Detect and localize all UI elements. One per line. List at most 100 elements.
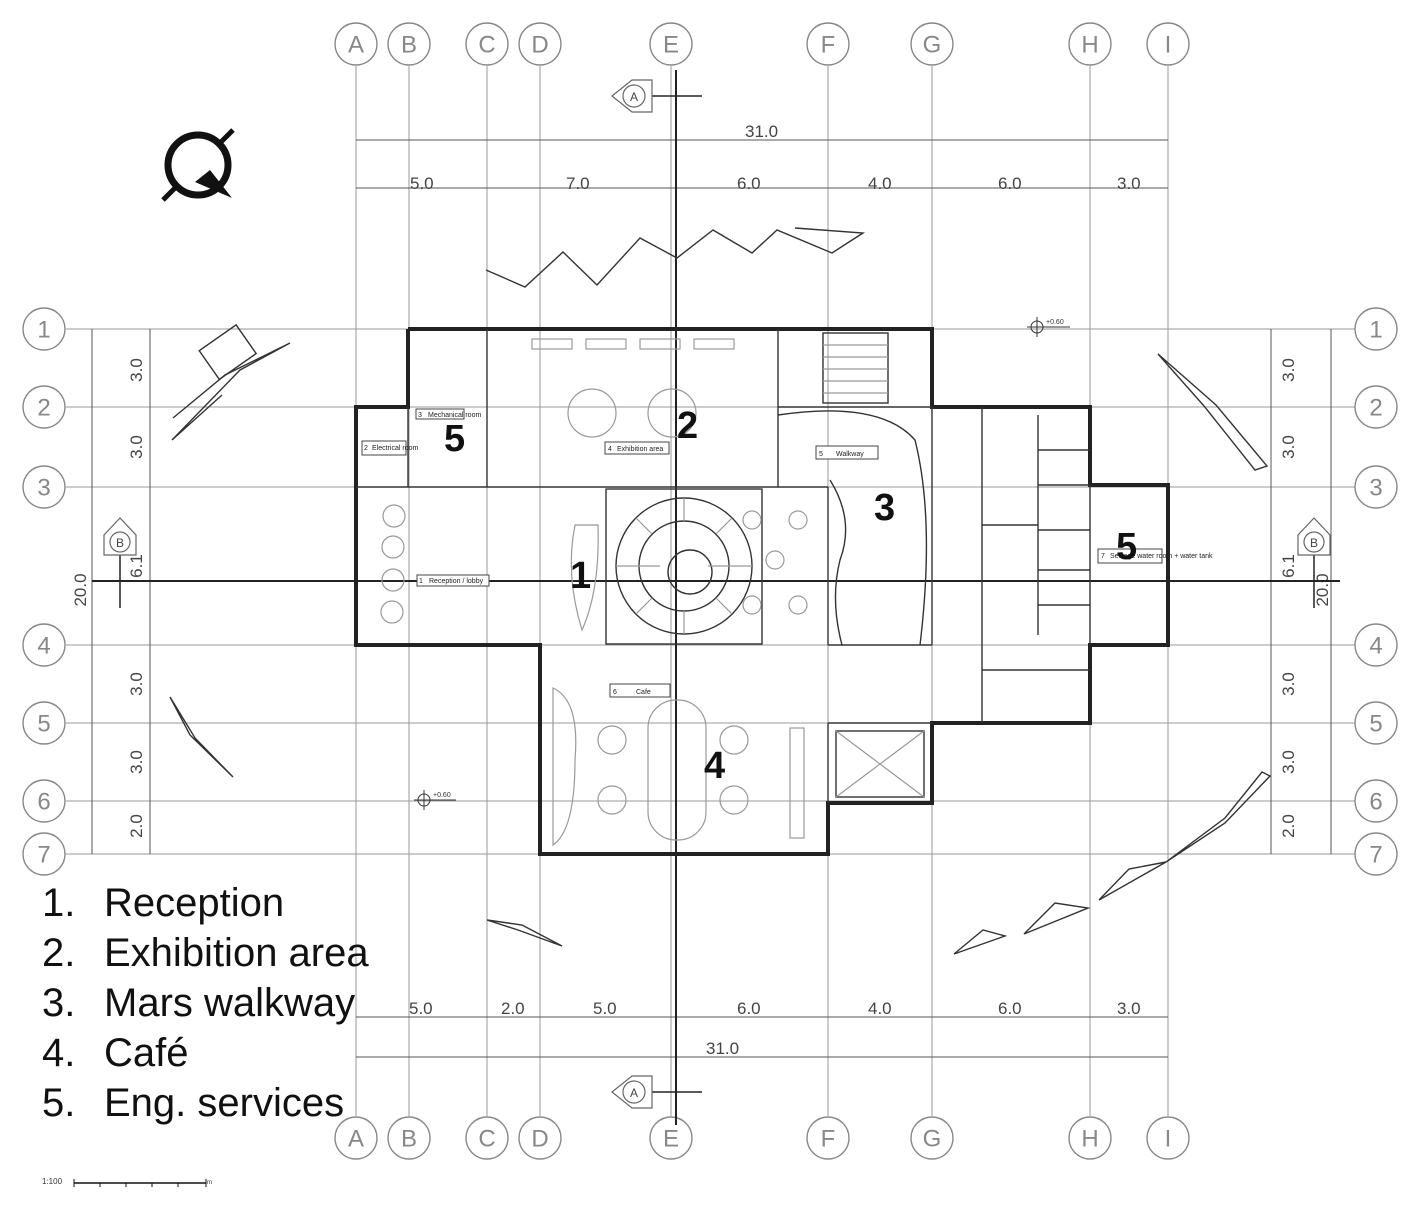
svg-text:6: 6 xyxy=(37,789,50,816)
cafe-furniture xyxy=(552,510,808,847)
right-dim-6: 2.0 xyxy=(1279,814,1298,838)
zone-number-services-a: 5 xyxy=(444,418,465,460)
top-dim-2: 7.0 xyxy=(566,174,590,193)
svg-text:D: D xyxy=(531,1126,548,1153)
svg-text:1: 1 xyxy=(419,578,423,585)
svg-text:G: G xyxy=(923,1126,942,1153)
grid-bubble-right-5: 5 xyxy=(1354,701,1398,745)
elevator xyxy=(835,730,925,798)
svg-text:2: 2 xyxy=(37,395,50,422)
room-tag-cafe: 6 Cafe xyxy=(609,683,671,698)
bottom-dim-5: 4.0 xyxy=(868,999,892,1018)
top-total-dim: 31.0 xyxy=(745,122,778,141)
svg-text:3: 3 xyxy=(418,412,422,419)
svg-text:A: A xyxy=(348,32,364,59)
right-dim-2: 3.0 xyxy=(1279,435,1298,459)
svg-text:1: 1 xyxy=(37,317,50,344)
scale-bar-unit: m xyxy=(207,1180,212,1186)
section-marker-a-top: A xyxy=(611,79,653,113)
svg-text:+0.60: +0.60 xyxy=(433,792,451,799)
grid-bubble-left-4: 4 xyxy=(22,623,66,667)
svg-text:Sewage water room + water tank: Sewage water room + water tank xyxy=(1110,553,1213,560)
right-dimensions: 3.0 3.0 6.1 3.0 3.0 2.0 20.0 xyxy=(1270,329,1332,854)
grid-bubble-right-3: 3 xyxy=(1354,465,1398,509)
grid-bubble-right-4: 4 xyxy=(1354,623,1398,667)
svg-text:E: E xyxy=(663,1126,679,1153)
right-dim-4: 3.0 xyxy=(1279,672,1298,696)
svg-text:7: 7 xyxy=(1101,553,1105,560)
left-dimensions: 3.0 3.0 6.1 3.0 3.0 2.0 20.0 xyxy=(71,329,151,854)
svg-text:Electrical room: Electrical room xyxy=(372,445,418,452)
reception-furniture xyxy=(380,504,599,632)
walkway-curve xyxy=(777,410,928,646)
right-dim-1: 3.0 xyxy=(1279,358,1298,382)
svg-text:Mechanical room: Mechanical room xyxy=(428,412,481,419)
svg-text:H: H xyxy=(1081,1126,1098,1153)
svg-text:D: D xyxy=(531,32,548,59)
room-tag-reception: 1 Reception / lobby xyxy=(416,574,490,587)
svg-text:2: 2 xyxy=(1369,395,1382,422)
right-total-dim: 20.0 xyxy=(1313,573,1332,606)
svg-text:4: 4 xyxy=(1369,633,1382,660)
svg-text:5: 5 xyxy=(819,451,823,458)
legend-item: 4.Café xyxy=(42,1031,189,1075)
svg-text:Reception / lobby: Reception / lobby xyxy=(429,578,484,585)
zone-number-exhibition: 2 xyxy=(677,405,698,447)
svg-text:H: H xyxy=(1081,32,1098,59)
bottom-dim-2: 2.0 xyxy=(501,999,525,1018)
bottom-total-dim: 31.0 xyxy=(706,1039,739,1058)
scale-label: 1:100 xyxy=(42,1177,63,1186)
section-marker-a-bottom: A xyxy=(611,1075,653,1109)
grid-bubble-right-1: 1 xyxy=(1354,307,1398,351)
north-arrow-icon xyxy=(161,128,235,202)
top-dim-5: 6.0 xyxy=(998,174,1022,193)
svg-text:B: B xyxy=(401,1126,417,1153)
legend-item: 5.Eng. services xyxy=(42,1081,345,1125)
svg-text:2: 2 xyxy=(364,445,368,452)
svg-text:3: 3 xyxy=(37,475,50,502)
grid-bubble-left-5: 5 xyxy=(22,701,66,745)
section-marker-b-left: B xyxy=(103,517,137,556)
svg-text:F: F xyxy=(821,1126,836,1153)
svg-text:+0.60: +0.60 xyxy=(1046,319,1064,326)
bottom-dim-6: 6.0 xyxy=(998,999,1022,1018)
building: 3 Mechanical room 2 Electrical room 4 Ex… xyxy=(354,327,1213,856)
left-dim-5: 3.0 xyxy=(127,750,146,774)
top-dim-3: 6.0 xyxy=(737,174,761,193)
grid-bubble-top-H: H xyxy=(1068,22,1112,66)
svg-text:A: A xyxy=(348,1126,364,1153)
grid-bubble-bottom-F: F xyxy=(806,1116,850,1160)
room-tag-electrical: 2 Electrical room xyxy=(361,440,418,456)
grid-bubble-top-D: D xyxy=(518,22,562,66)
svg-text:4: 4 xyxy=(608,446,612,453)
level-marker-2: +0.60 xyxy=(414,790,456,810)
grid-bubble-bottom-H: H xyxy=(1068,1116,1112,1160)
grid-bubble-right-6: 6 xyxy=(1354,779,1398,823)
right-dim-5: 3.0 xyxy=(1279,750,1298,774)
grid-bubble-bottom-B: B xyxy=(387,1116,431,1160)
svg-text:B: B xyxy=(116,536,124,550)
legend-item: 3.Mars walkway xyxy=(42,981,356,1025)
bottom-dim-4: 6.0 xyxy=(737,999,761,1018)
svg-text:5: 5 xyxy=(1369,711,1382,738)
grid-bubble-bottom-I: I xyxy=(1146,1116,1190,1160)
bottom-dim-7: 3.0 xyxy=(1117,999,1141,1018)
zone-number-reception: 1 xyxy=(570,555,591,597)
svg-text:Exhibition area: Exhibition area xyxy=(617,446,663,453)
svg-text:C: C xyxy=(478,1126,495,1153)
scale-bar-icon: m xyxy=(73,1179,212,1187)
left-dim-6: 2.0 xyxy=(127,814,146,838)
svg-text:B: B xyxy=(401,32,417,59)
top-dim-1: 5.0 xyxy=(410,174,434,193)
svg-text:A: A xyxy=(630,90,638,104)
left-dim-4: 3.0 xyxy=(127,672,146,696)
svg-text:1: 1 xyxy=(1369,317,1382,344)
svg-text:C: C xyxy=(478,32,495,59)
svg-text:G: G xyxy=(923,32,942,59)
spiral-stair xyxy=(605,488,763,645)
bottom-dimensions: 5.0 2.0 5.0 6.0 4.0 6.0 3.0 31.0 xyxy=(356,999,1168,1058)
grid-bubble-left-6: 6 xyxy=(22,779,66,823)
top-dim-6: 3.0 xyxy=(1117,174,1141,193)
right-dim-3: 6.1 xyxy=(1279,554,1298,578)
